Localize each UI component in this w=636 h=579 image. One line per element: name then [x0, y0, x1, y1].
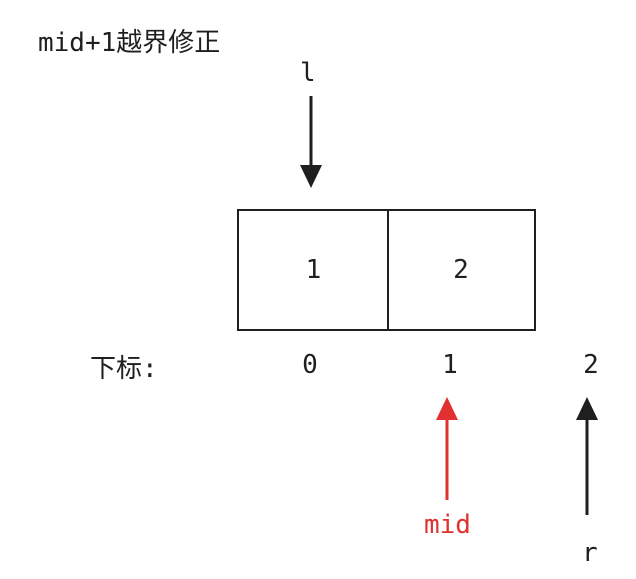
diagram-title: mid+1越界修正 — [38, 28, 221, 58]
pointer-l-label: l — [300, 58, 316, 88]
arrow-mid — [436, 397, 458, 500]
index-0: 0 — [302, 350, 318, 380]
index-1: 1 — [442, 350, 458, 380]
index-row-label: 下标: — [90, 354, 158, 384]
array-cell-1-value: 2 — [453, 255, 469, 285]
pointer-mid-label: mid — [424, 510, 471, 540]
arrow-r — [576, 397, 598, 515]
array-cell-1: 2 — [387, 209, 536, 331]
index-2: 2 — [583, 350, 599, 380]
array-cell-0: 1 — [237, 209, 389, 331]
arrow-l — [300, 96, 322, 188]
pointer-r-label: r — [582, 538, 598, 568]
array-cell-0-value: 1 — [305, 255, 322, 285]
